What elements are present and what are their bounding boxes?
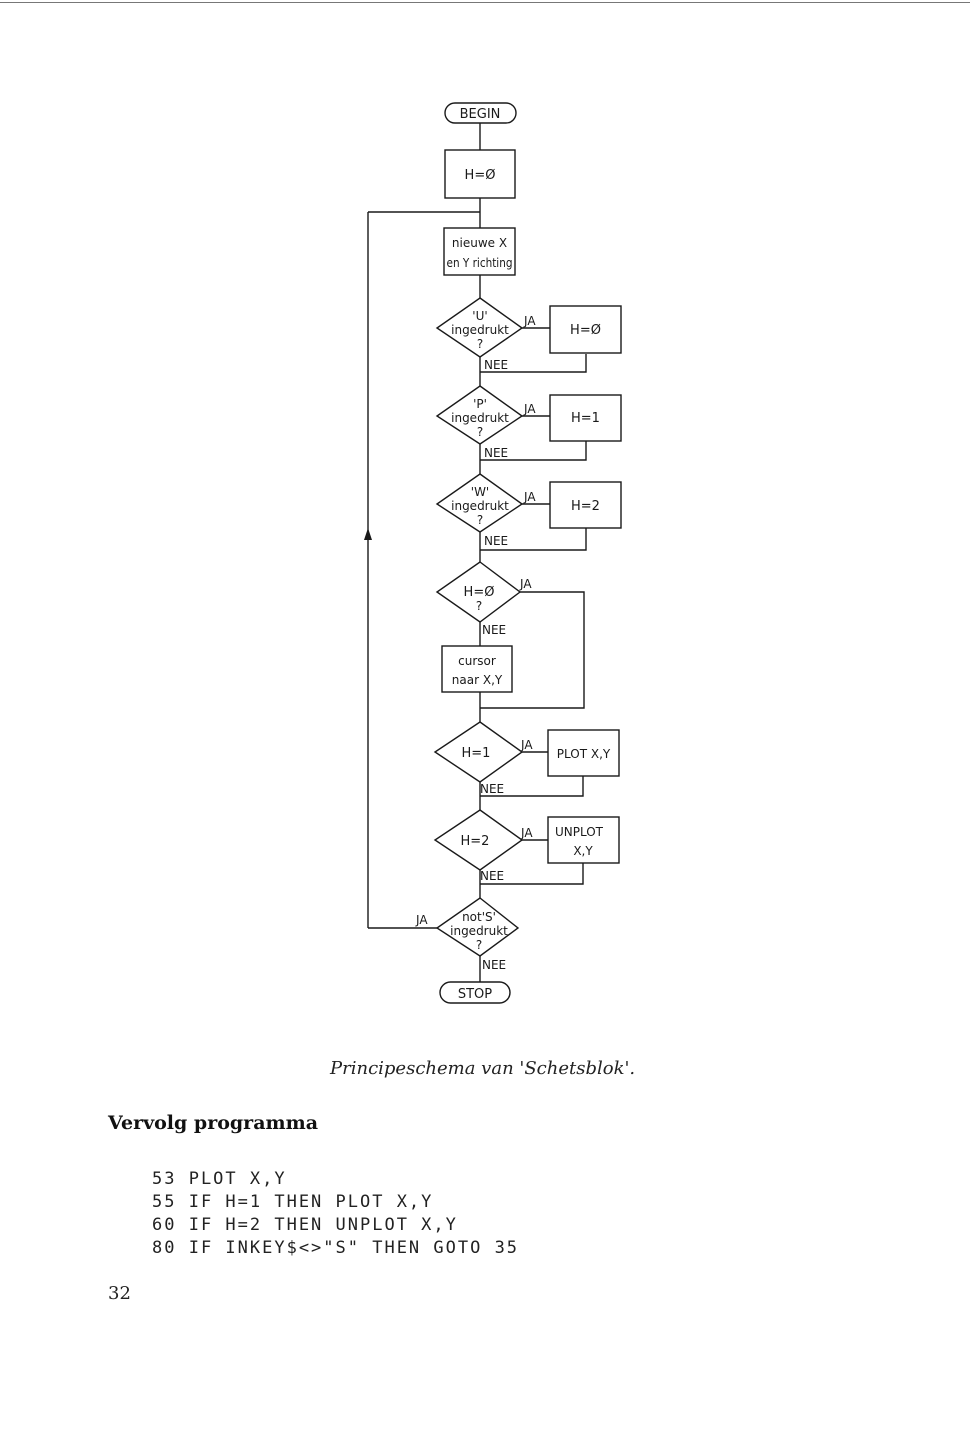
yes-label: JA [415, 913, 428, 927]
code-line: 55 IF H=1 THEN PLOT X,Y [152, 1192, 434, 1212]
decision-u-line2: ingedrukt [451, 323, 509, 337]
set-h1-label: H=1 [571, 411, 600, 426]
yes-label: JA [520, 826, 533, 840]
input-box [443, 227, 516, 276]
decision-not-s [435, 897, 520, 957]
cursor-box [441, 645, 513, 693]
no-label: NEE [480, 782, 504, 796]
decision-w-line3: ? [477, 513, 483, 527]
figure-caption: Principeschema van 'Schetsblok'. [330, 1058, 636, 1079]
no-label: NEE [484, 358, 508, 372]
decision-h1-label: H=1 [462, 746, 491, 761]
cursor-label-line1: cursor [458, 654, 496, 668]
decision-u-line1: 'U' [472, 309, 487, 323]
unplot-box [547, 816, 620, 864]
input-label-line1: nieuwe X [452, 236, 507, 250]
decision-not-s-line1: not'S' [462, 910, 496, 924]
code-line: 53 PLOT X,Y [152, 1169, 287, 1189]
decision-h0-line2: ? [476, 599, 482, 613]
plot-label: PLOT X,Y [557, 747, 611, 761]
decision-h2-label: H=2 [461, 834, 490, 849]
yes-label: JA [523, 490, 536, 504]
yes-label: JA [523, 314, 536, 328]
decision-not-s-line2: ingedrukt [450, 924, 508, 938]
section-heading: Vervolg programma [108, 1112, 319, 1134]
init-box [444, 149, 516, 199]
yes-label: JA [520, 738, 533, 752]
yes-label: JA [519, 577, 532, 591]
decision-p [435, 385, 524, 445]
init-label: H=Ø [465, 168, 496, 183]
decision-not-s-line3: ? [476, 938, 482, 952]
decision-w [435, 473, 524, 533]
stop-terminal [439, 981, 511, 1004]
unplot-label-line1: UNPLOT [555, 825, 604, 839]
yes-label: JA [523, 402, 536, 416]
no-label: NEE [484, 534, 508, 548]
begin-terminal [444, 102, 517, 124]
top-rule [0, 2, 970, 3]
decision-h0-line1: H=Ø [464, 585, 495, 600]
decision-h0 [435, 561, 522, 623]
plot-box [547, 729, 620, 777]
branch-connector [480, 591, 585, 709]
begin-label: BEGIN [460, 107, 501, 122]
unplot-label-line2: X,Y [573, 844, 593, 858]
decision-u-line3: ? [477, 337, 483, 351]
branch-connector [480, 776, 584, 797]
decision-h1 [433, 721, 524, 783]
branch-connector [480, 528, 587, 551]
cursor-label-line2: naar X,Y [452, 673, 503, 687]
input-label-line2: en Y richting [447, 256, 513, 270]
decision-p-line2: ingedrukt [451, 411, 509, 425]
flowchart-diagram: BEGIN H=Ø nieuwe X en Y richting 'U' ing… [364, 102, 622, 1004]
decision-u [435, 297, 524, 358]
branch-connector [480, 354, 587, 373]
branch-connector [480, 863, 584, 885]
no-label: NEE [482, 958, 506, 972]
decision-p-line3: ? [477, 425, 483, 439]
code-line: 80 IF INKEY$<>"S" THEN GOTO 35 [152, 1238, 520, 1258]
decision-w-line2: ingedrukt [451, 499, 509, 513]
decision-w-line1: 'W' [471, 485, 489, 499]
set-h0-label: H=Ø [570, 323, 601, 338]
decision-p-line1: 'P' [473, 397, 487, 411]
set-h2-label: H=2 [571, 499, 600, 514]
no-label: NEE [480, 869, 504, 883]
no-label: NEE [482, 623, 506, 637]
decision-h2 [433, 809, 524, 871]
stop-label: STOP [458, 987, 492, 1002]
code-listing: 53 PLOT X,Y 55 IF H=1 THEN PLOT X,Y 60 I… [152, 1168, 519, 1260]
set-h0-box [549, 305, 622, 354]
set-h1-box [549, 394, 622, 442]
no-label: NEE [484, 446, 508, 460]
arrowhead-icon [364, 528, 372, 540]
code-line: 60 IF H=2 THEN UNPLOT X,Y [152, 1215, 458, 1235]
page-number: 32 [108, 1283, 131, 1304]
branch-connector [480, 441, 587, 461]
set-h2-box [549, 481, 622, 529]
